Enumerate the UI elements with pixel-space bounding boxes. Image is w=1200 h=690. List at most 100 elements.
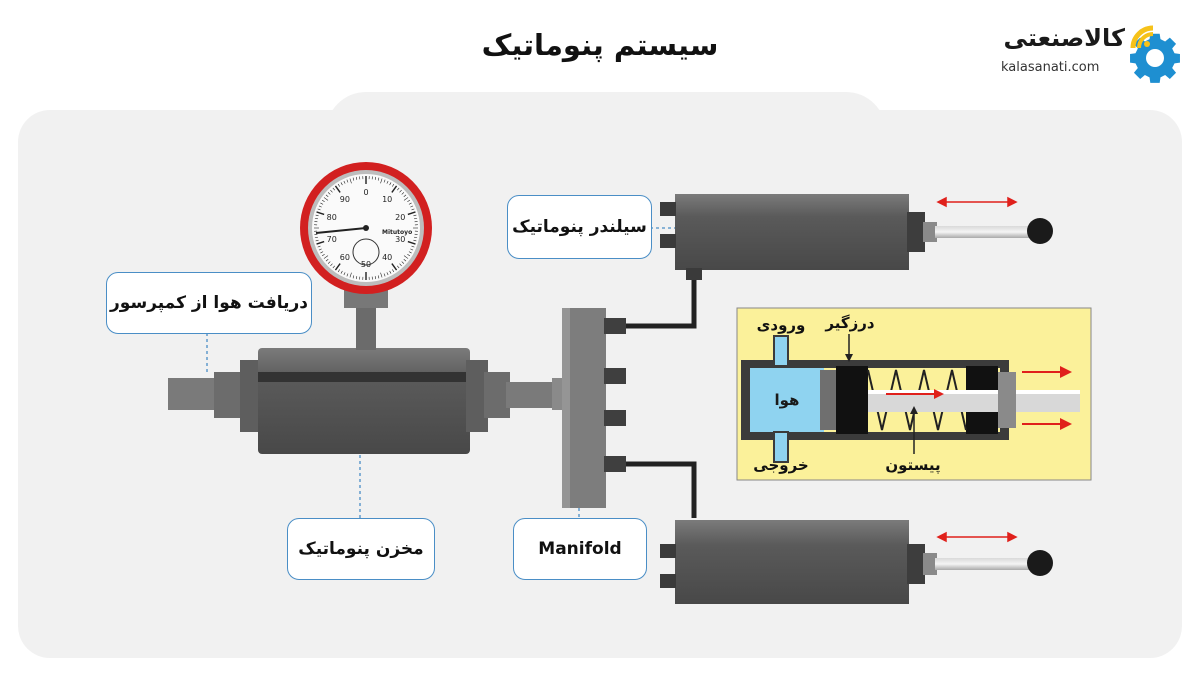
seal-label: درزگیر [824, 314, 874, 332]
gauge-tick [346, 179, 349, 183]
gauge-tick [325, 194, 329, 197]
gauge-tick [334, 263, 341, 271]
gauge-tick-label: 70 [327, 235, 337, 244]
brand-name: کالاصنعتی [1003, 24, 1125, 52]
gauge-tick [355, 176, 358, 180]
gauge-tick [410, 248, 414, 251]
gauge-tick [374, 276, 377, 280]
gauge-tick [397, 265, 400, 269]
gauge-tick [330, 189, 333, 193]
gauge-tick [320, 251, 324, 254]
gauge-tick [399, 263, 402, 267]
gauge-tick [407, 240, 416, 245]
gauge-tick [386, 272, 389, 276]
gauge-tick [403, 259, 407, 262]
gauge-tick [389, 182, 392, 186]
gauge-tick [318, 248, 322, 251]
gauge-tick [386, 180, 389, 184]
gauge-tick [349, 178, 352, 184]
gauge-tick [377, 177, 380, 181]
callout-cylinder: سیلندر پنوماتیک [507, 195, 652, 259]
gauge-tick [380, 272, 383, 278]
inlet-label: ورودی [757, 316, 806, 334]
motion-arrows [936, 196, 1018, 543]
page-title: سیستم پنوماتیک [481, 28, 719, 62]
gauge-tick [325, 259, 329, 262]
gauge-tick [316, 211, 325, 216]
gauge-tick [332, 187, 335, 191]
gauge-tick [408, 202, 412, 205]
gauge-tick [317, 245, 321, 248]
gauge-tick [320, 202, 324, 205]
gauge-stem [344, 286, 388, 350]
gauge-tick [389, 270, 392, 274]
outlet-label: خروجی [753, 456, 808, 474]
callout-compressor-input: دریافت هوا از کمپرسور [106, 272, 312, 334]
air-label: هوا [775, 391, 800, 409]
gauge-tick [403, 194, 407, 197]
gauge-tick-label: 40 [382, 253, 392, 262]
gauge-brand: Mitutoyo [382, 229, 412, 236]
brand-logo: کالاصنعتی kalasanati.com [995, 16, 1185, 86]
gauge-tick [315, 214, 319, 217]
gauge-tick [392, 183, 395, 187]
reservoir-tank [168, 348, 564, 454]
gauge-tick [343, 272, 346, 276]
gauge-tick [316, 240, 325, 245]
gauge-tick [349, 272, 352, 278]
gauge-tick [337, 269, 340, 273]
gauge-tick [327, 192, 331, 195]
gauge-tick [380, 178, 383, 184]
gauge-tick [340, 270, 343, 274]
gauge-tick [374, 176, 377, 180]
gauge-tick [323, 197, 329, 201]
gauge-tick [392, 269, 395, 273]
gauge-tick [414, 236, 418, 239]
gauge-tick [334, 185, 341, 193]
gauge-tick [343, 180, 346, 184]
brand-url: kalasanati.com [1001, 60, 1100, 75]
gauge-tick [410, 205, 414, 208]
gauge-tick-label: 60 [340, 253, 350, 262]
callout-manifold: Manifold [513, 518, 647, 580]
gauge-tick [391, 185, 398, 193]
gauge-tick [332, 265, 335, 269]
upper-cylinder [660, 194, 1053, 280]
gauge-tick [408, 251, 412, 254]
gauge-tick [407, 199, 411, 202]
gauge-tick [323, 255, 329, 259]
gauge-tick [315, 239, 319, 242]
gauge-tick [407, 211, 416, 216]
gauge-tick [340, 182, 343, 186]
gauge-tick-label: 20 [395, 213, 405, 222]
gauge-tick [391, 263, 398, 271]
gauge-tick [352, 177, 355, 181]
gauge-tick-label: 90 [340, 195, 350, 204]
gauge-tick [337, 183, 340, 187]
gauge-tick [352, 275, 355, 279]
gauge-tick [355, 276, 358, 280]
gauge-tick [318, 205, 322, 208]
gauge-tick [411, 208, 415, 211]
gauge-tick [321, 199, 325, 202]
gauge-tick [397, 187, 400, 191]
manifold-block [562, 308, 626, 508]
gauge-tick [399, 189, 402, 193]
callout-reservoir: مخزن پنوماتیک [287, 518, 435, 580]
gauge-tick [321, 254, 325, 257]
gauge-tick [413, 214, 417, 217]
gauge-tick-label: 80 [327, 213, 337, 222]
piston-label: پیستون [885, 456, 940, 475]
gauge-tick [401, 261, 405, 264]
gauge-tick [411, 245, 415, 248]
gauge-tick [317, 208, 321, 211]
gauge-tick [414, 217, 418, 220]
gauge-tick [403, 197, 409, 201]
gauge-tick [377, 275, 380, 279]
gauge-tick [401, 192, 405, 195]
gauge-tick [383, 179, 386, 183]
cylinder-detail-inset: ورودی خروجی درزگیر پیستون هوا [736, 307, 1092, 481]
gauge-tick-label: 30 [395, 235, 405, 244]
